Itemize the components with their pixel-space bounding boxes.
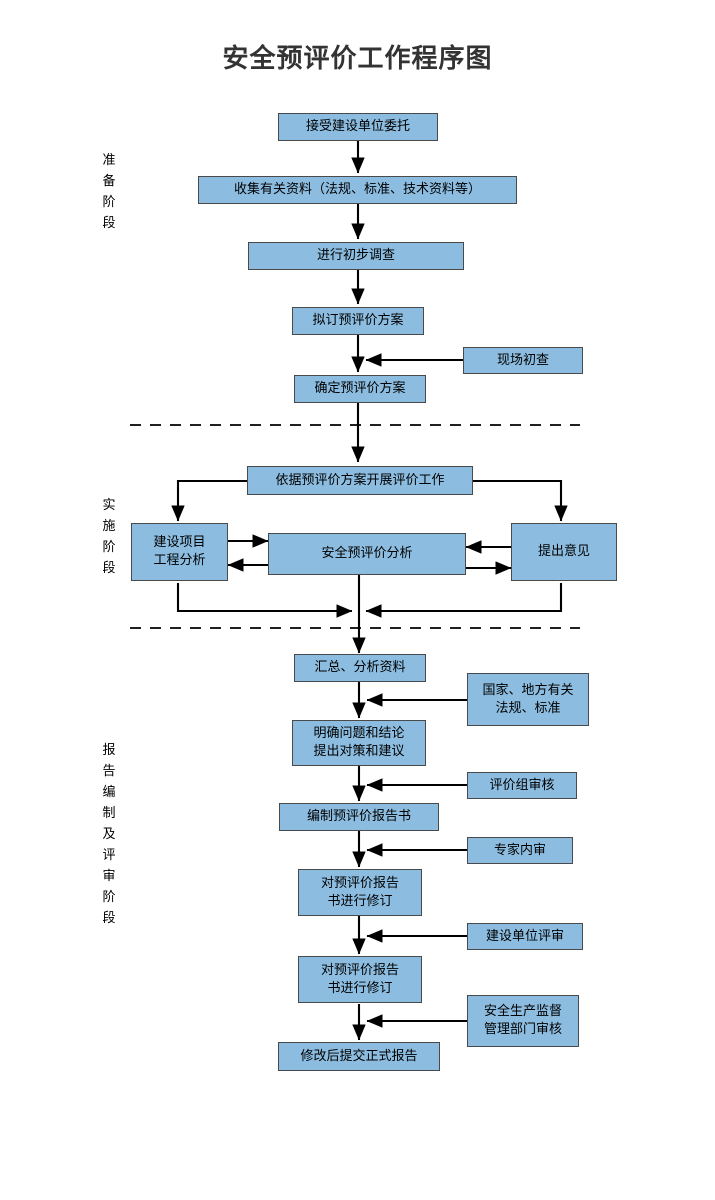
node-builder-review[interactable]: 建设单位评审 [467, 923, 583, 950]
node-carry-out-work[interactable]: 依据预评价方案开展评价工作 [247, 466, 473, 495]
node-accept-commission[interactable]: 接受建设单位委托 [278, 113, 438, 141]
node-compile-report[interactable]: 编制预评价报告书 [279, 803, 439, 831]
node-safety-pre-eval-analysis[interactable]: 安全预评价分析 [268, 533, 466, 575]
node-eval-group-review[interactable]: 评价组审核 [467, 772, 577, 799]
node-site-inspection[interactable]: 现场初查 [463, 347, 583, 374]
node-national-local-regs[interactable]: 国家、地方有关 法规、标准 [467, 673, 589, 726]
page-title: 安全预评价工作程序图 [222, 44, 493, 74]
node-submit-final-report[interactable]: 修改后提交正式报告 [278, 1042, 440, 1071]
node-revise-report-1[interactable]: 对预评价报告 书进行修订 [298, 869, 422, 916]
arrow-carryout-to-project-analysis [171, 479, 247, 522]
arrow-project-analysis-return [176, 583, 353, 618]
node-collect-materials[interactable]: 收集有关资料（法规、标准、技术资料等） [198, 176, 517, 204]
node-clarify-issues[interactable]: 明确问题和结论 提出对策和建议 [292, 720, 426, 766]
node-project-engineering-analysis[interactable]: 建设项目 工程分析 [131, 523, 228, 581]
node-summarize-analyze[interactable]: 汇总、分析资料 [294, 654, 426, 682]
node-expert-internal-review[interactable]: 专家内审 [467, 837, 573, 864]
node-draft-plan[interactable]: 拟订预评价方案 [292, 307, 424, 335]
node-confirm-plan[interactable]: 确定预评价方案 [294, 375, 426, 403]
arrow-opinions-return [365, 583, 563, 618]
node-preliminary-survey[interactable]: 进行初步调查 [248, 242, 464, 270]
node-safety-supervision-review[interactable]: 安全生产监督 管理部门审核 [467, 995, 579, 1047]
stage-label-implementation: 实 施 阶 段 [102, 498, 116, 577]
stage-label-reporting: 报 告 编 制 及 评 审 阶 段 [102, 743, 116, 927]
node-raise-opinions[interactable]: 提出意见 [511, 523, 617, 581]
arrow-carryout-to-opinions [473, 479, 568, 522]
stage-label-preparation: 准 备 阶 段 [102, 153, 116, 232]
node-revise-report-2[interactable]: 对预评价报告 书进行修订 [298, 956, 422, 1003]
